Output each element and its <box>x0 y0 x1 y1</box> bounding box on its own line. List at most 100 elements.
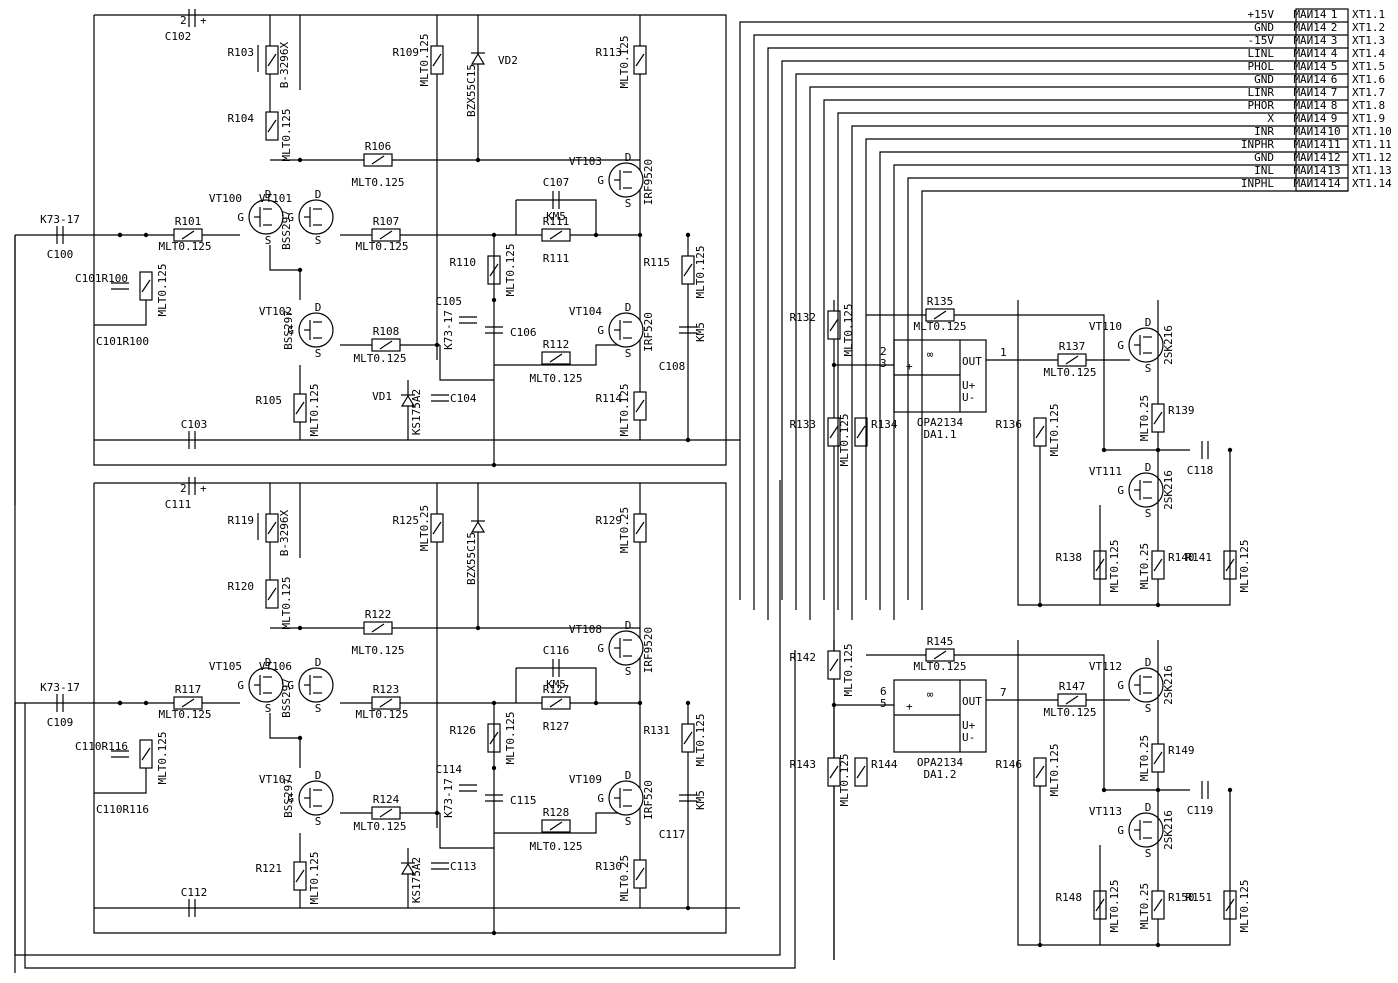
xt1-sig-10: INR <box>1254 125 1274 138</box>
amp2-qn-s: S <box>625 815 632 828</box>
opa2-rmid-type: MLT0.125 <box>1048 744 1061 797</box>
opa2-rmid-mark <box>1035 765 1045 779</box>
opa1-rmid-type: MLT0.125 <box>1048 404 1061 457</box>
amp2-tc-plus: + <box>200 482 207 495</box>
amp2-rfb-label: R127 <box>543 683 570 696</box>
opa1-pb: 3 <box>880 357 887 370</box>
xt1-num-13: 13 <box>1327 164 1340 177</box>
amp2-q2-label: VT106 <box>259 660 292 673</box>
amp1-qp-body <box>608 162 644 198</box>
amp1-rtop-mark <box>432 53 442 67</box>
xt1-part-11: MAИ14 <box>1293 138 1326 151</box>
opa1-rin-type: MLT0.125 <box>842 304 855 357</box>
junction-dot <box>117 700 123 706</box>
junction-dot <box>1227 787 1233 793</box>
amp1-rmid-label: R110 <box>450 256 477 269</box>
amp1-rin-label: R101 <box>175 215 202 228</box>
amp1-shunt-res-label: C101R100 <box>75 272 128 285</box>
junction-dot <box>491 700 497 706</box>
bus-line-1 <box>739 21 1230 600</box>
amp2-rbridge-mark <box>371 623 385 633</box>
junction-dot <box>685 700 691 706</box>
bus-line-4 <box>781 60 1230 600</box>
amp2-r103-mark <box>635 521 645 535</box>
amp1-rb-mark <box>295 401 305 415</box>
amp2-r103-label: R129 <box>596 514 623 527</box>
amp2-zener-type: BZX55C15 <box>465 532 478 585</box>
amp2-qp-g: G <box>597 642 604 655</box>
xt1-ref-14: XT1.14 <box>1352 177 1392 190</box>
amp1-qp-type: IRF9520 <box>642 159 655 205</box>
amp1-rmid-type: MLT0.125 <box>504 244 517 297</box>
opa2-rd1-type: MLT0.25 <box>1138 735 1151 781</box>
xt1-ref-3: XT1.3 <box>1352 34 1385 47</box>
bus-line-5 <box>795 73 1230 610</box>
amp1-zener-label: VD2 <box>498 54 518 67</box>
opa1-rfb-type: MLT0.125 <box>914 320 967 333</box>
amp1-qn-body <box>608 312 644 348</box>
opa1-rout-label: R137 <box>1059 340 1086 353</box>
amp2-rmid-label: R126 <box>450 724 477 737</box>
xt1-part-8: MAИ14 <box>1293 99 1326 112</box>
amp1-qp-s: S <box>625 197 632 210</box>
junction-dot <box>475 157 481 163</box>
opa1-rd1-label: R139 <box>1168 404 1195 417</box>
xt1-part-1: MAИ14 <box>1293 8 1326 21</box>
xt1-ref-9: XT1.9 <box>1352 112 1385 125</box>
xt1-sig-11: INPHR <box>1241 138 1274 151</box>
xt1-part-2: MAИ14 <box>1293 21 1326 34</box>
amp2-rb-mark <box>295 869 305 883</box>
amp1-q1-g: G <box>237 211 244 224</box>
xt1-sig-3: -15V <box>1248 34 1275 47</box>
amp1-rg2-label: R108 <box>373 325 400 338</box>
amp2-rtop-mark <box>432 521 442 535</box>
amp2-q2-g: G <box>287 679 294 692</box>
amp2-in-cap-label: C109 <box>47 716 74 729</box>
opa2-qb-d: D <box>1145 801 1152 814</box>
junction-dot <box>143 700 149 706</box>
opa1-rlr-label: R134 <box>871 418 898 431</box>
amp2-c108-type: KM5 <box>694 790 707 810</box>
opa2-body <box>893 679 987 753</box>
junction-dot <box>1101 787 1107 793</box>
junction-dot <box>297 625 303 631</box>
xt1-part-5: MAИ14 <box>1293 60 1326 73</box>
amp2-qp-type: IRF9520 <box>642 627 655 673</box>
amp1-qp-g: G <box>597 174 604 187</box>
xt1-sig-5: PHOL <box>1248 60 1275 73</box>
amp2-qp-d: D <box>625 619 632 632</box>
amp1-in-cap-label: C100 <box>47 248 74 261</box>
bus-line-13 <box>907 177 1230 600</box>
opa1-rs1-mark <box>1153 558 1163 572</box>
opa2-rd1-mark <box>1153 751 1163 765</box>
amp1-shunt-label: C101R100 <box>96 335 149 348</box>
junction-dot <box>1037 942 1043 948</box>
xt1-ref-12: XT1.12 <box>1352 151 1392 164</box>
amp1-tc-plus: + <box>200 14 207 27</box>
amp2-bot-cap-label: C112 <box>181 886 208 899</box>
amp1-rlow-label: R112 <box>543 338 570 351</box>
opa1-qt-label: VT110 <box>1089 320 1122 333</box>
amp1-q1-label: VT100 <box>209 192 242 205</box>
opa1-rfb-label: R135 <box>927 295 954 308</box>
amp1-fb-cap-type: KM5 <box>546 210 566 223</box>
amp2-q2-body <box>298 667 334 703</box>
opa1-loop <box>1017 300 1231 606</box>
amp2-rout-type: MLT0.125 <box>694 714 707 767</box>
amp2-rout-label: R131 <box>644 724 671 737</box>
opa2-rfb-mark <box>933 650 947 660</box>
opa2-vplus: U+ <box>962 719 976 732</box>
amp2-rfb-mark <box>549 698 563 708</box>
xt1-ref-11: XT1.11 <box>1352 138 1392 151</box>
junction-dot <box>434 810 440 816</box>
amp1-vdl-body <box>400 394 416 407</box>
amp1-q3-s: S <box>315 347 322 360</box>
opa1-unit: DA1.1 <box>923 428 956 441</box>
amp1-q2-g: G <box>287 211 294 224</box>
xt1-sig-8: PHOR <box>1248 99 1275 112</box>
xt1-sig-13: INL <box>1254 164 1274 177</box>
amp2-qn-type: IRF520 <box>642 780 655 820</box>
amp2-zener-body <box>470 520 486 533</box>
opa2-cap-label: C119 <box>1187 804 1214 817</box>
amp2-top-cap-label: C111 <box>165 498 192 511</box>
